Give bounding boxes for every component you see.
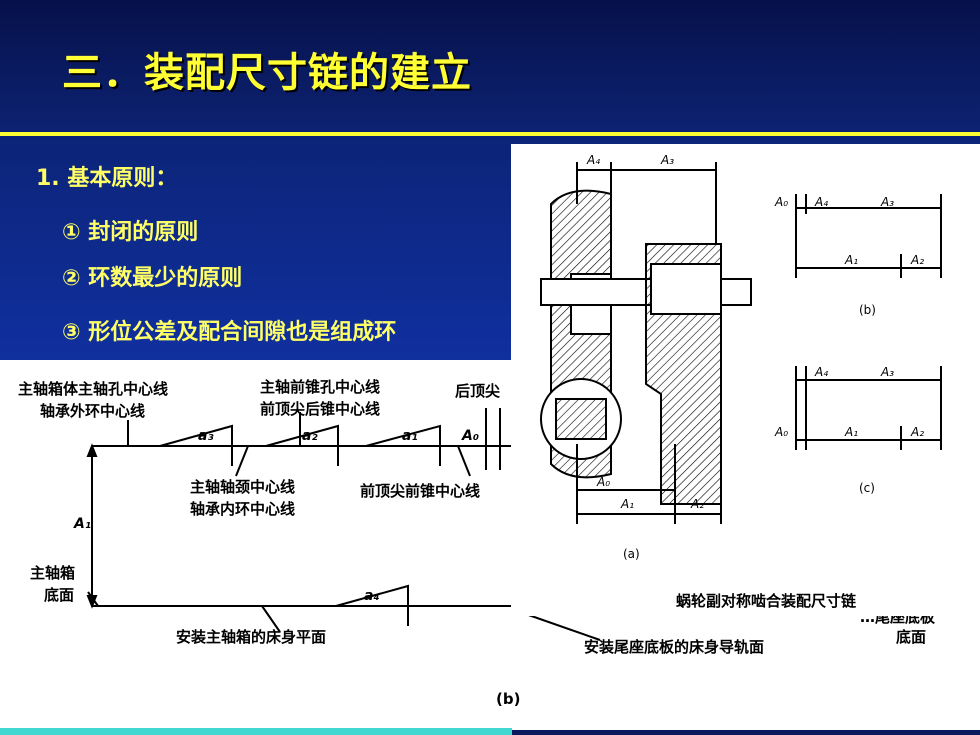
label-headstock-bore: 主轴箱体主轴孔中心线 [18, 380, 168, 398]
chain-b-A3: A₃ [880, 195, 894, 209]
symbol-a4: a₄ [364, 588, 380, 604]
label-front-center-front: 前顶尖前锥中心线 [360, 482, 480, 500]
chain-c-A4: A₄ [814, 365, 828, 379]
label-tail-bottom: 底面 [896, 628, 926, 646]
footer-accent-bar [0, 728, 512, 735]
chain-b-A2: A₂ [910, 253, 924, 267]
worm-symbol-A4: A₄ [586, 153, 600, 167]
caption-c: (c) [859, 481, 875, 495]
label-front-cone: 主轴前锥孔中心线 [260, 378, 380, 396]
label-tailstock-bed: 安装尾座底板的床身导轨面 [584, 638, 764, 656]
chain-b-A0: A₀ [774, 195, 788, 209]
chain-c-A0: A₀ [774, 425, 788, 439]
symbol-A0: A₀ [461, 428, 479, 444]
label-front-center-rear: 前顶尖后锥中心线 [260, 400, 380, 418]
worm-chain-drawing: A₄ A₃ A₀ A₁ A₂ A₀ A₄ A₃ A₁ A₂ A₄ A₃ A₀ A… [540, 153, 942, 610]
chain-b-A4: A₄ [814, 195, 828, 209]
principle-item-3: ③ 形位公差及配合间隙也是组成环 [62, 320, 397, 345]
symbol-A1: A₁ [73, 516, 91, 532]
symbol-a1: a₁ [402, 428, 418, 444]
principle-item-2: ② 环数最少的原则 [62, 266, 243, 291]
slide-title: 三．装配尺寸链的建立 [62, 50, 472, 96]
chain-c-A3: A₃ [880, 365, 894, 379]
worm-symbol-A1: A₁ [620, 497, 634, 511]
worm-symbol-A0: A₀ [596, 475, 610, 489]
label-bottom: 底面 [44, 586, 74, 604]
symbol-a2: a₂ [302, 428, 318, 444]
title-divider [0, 132, 980, 136]
worm-symbol-A2: A₂ [690, 497, 704, 511]
principle-item-1: ① 封闭的原则 [62, 220, 199, 245]
label-headstock: 主轴箱 [30, 564, 75, 582]
chain-b-A1: A₁ [844, 253, 858, 267]
chain-c-A1: A₁ [844, 425, 858, 439]
label-inner-ring: 轴承内环中心线 [190, 500, 295, 518]
worm-figure-title: 蜗轮副对称啮合装配尺寸链 [676, 592, 857, 610]
label-headstock-bed: 安装主轴箱的床身平面 [176, 628, 326, 646]
label-journal: 主轴轴颈中心线 [190, 478, 295, 496]
title-bar [0, 0, 980, 132]
lathe-caption: (b) [496, 690, 520, 708]
worm-symbol-A3: A₃ [660, 153, 674, 167]
label-outer-ring: 轴承外环中心线 [40, 402, 145, 420]
chain-c-A2: A₂ [910, 425, 924, 439]
label-rear-center: 后顶尖 [455, 382, 500, 400]
caption-a: (a) [623, 547, 640, 561]
worm-chain-figure: A₄ A₃ A₀ A₁ A₂ A₀ A₄ A₃ A₁ A₂ A₄ A₃ A₀ A… [511, 144, 980, 616]
symbol-a3: a₃ [198, 428, 214, 444]
caption-b: (b) [859, 303, 876, 317]
section-heading: 1. 基本原则： [36, 166, 178, 191]
